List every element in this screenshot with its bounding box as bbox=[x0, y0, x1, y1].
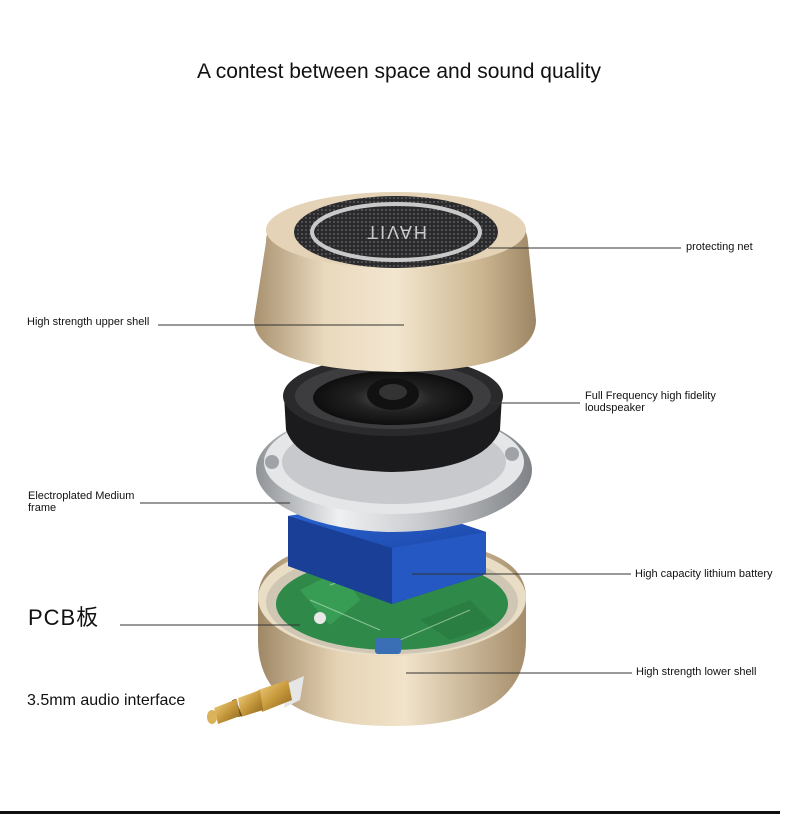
bottom-divider bbox=[0, 811, 780, 814]
label-pcb: PCB板 bbox=[28, 605, 100, 630]
leader-lines bbox=[120, 247, 681, 674]
label-medium-frame: Electroplated Medium frame bbox=[28, 490, 135, 514]
loudspeaker-driver bbox=[283, 356, 503, 472]
label-audio-interface: 3.5mm audio interface bbox=[27, 692, 186, 709]
page-title: A contest between space and sound qualit… bbox=[197, 60, 601, 83]
label-protecting-net: protecting net bbox=[686, 241, 753, 253]
label-loudspeaker: Full Frequency high fidelity loudspeaker bbox=[585, 390, 716, 414]
protecting-net-grille bbox=[294, 196, 498, 268]
label-battery: High capacity lithium battery bbox=[635, 568, 773, 580]
upper-shell: HAVIT bbox=[254, 192, 536, 372]
audio-jack bbox=[207, 676, 304, 724]
grille-logo: HAVIT bbox=[365, 222, 427, 242]
label-upper-shell: High strength upper shell bbox=[27, 316, 150, 328]
label-lower-shell: High strength lower shell bbox=[636, 666, 757, 678]
